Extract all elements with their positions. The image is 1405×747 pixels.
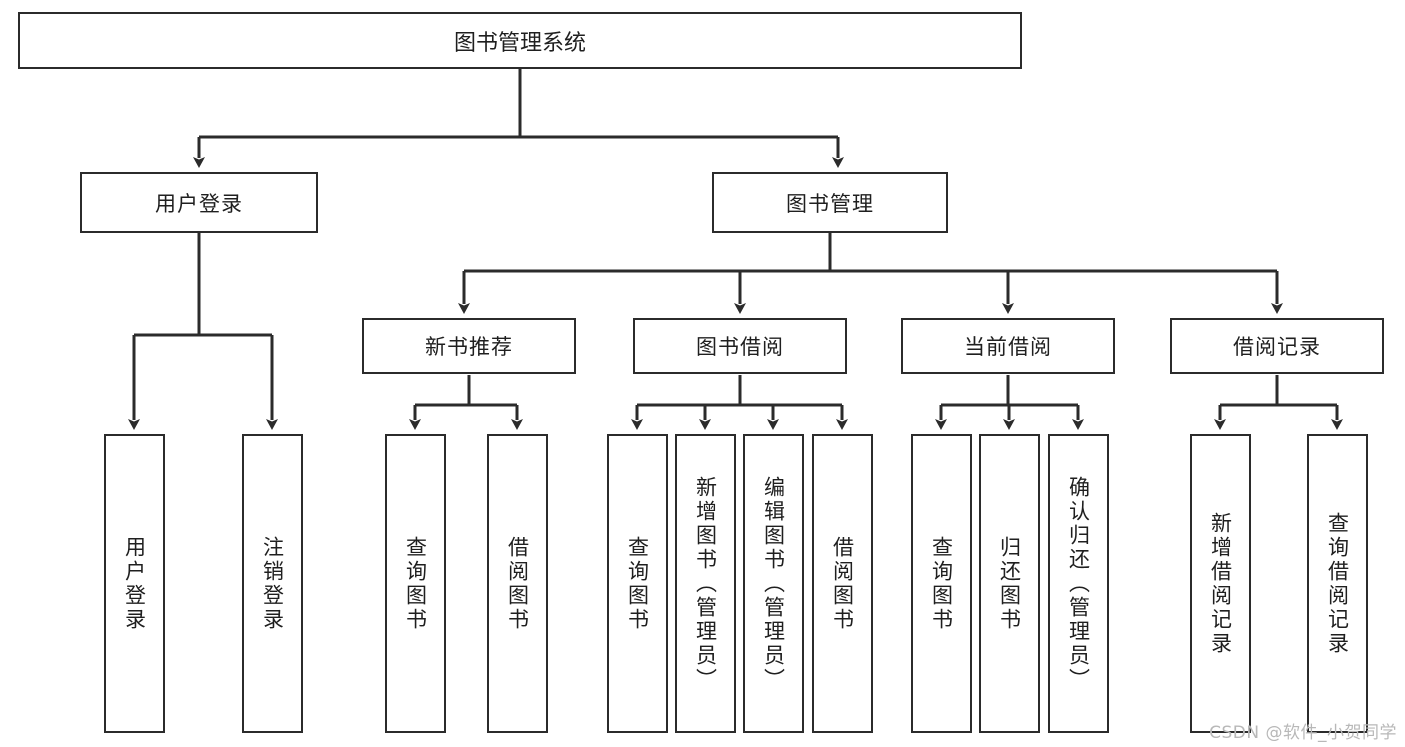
node-label: 查询图书 [403, 535, 428, 632]
node-label: 新书推荐 [425, 335, 513, 359]
leaf-add-borrow-record[interactable]: 新增借阅记录 [1190, 434, 1251, 733]
node-book-management[interactable]: 图书管理 [712, 172, 948, 233]
node-label: 用户登录 [155, 191, 243, 216]
node-label: 确认归还（管理员） [1066, 475, 1091, 692]
leaf-edit-book-admin[interactable]: 编辑图书（管理员） [743, 434, 804, 733]
leaf-query-book-recommend[interactable]: 查询图书 [385, 434, 446, 733]
node-label: 查询借阅记录 [1325, 511, 1350, 656]
node-label: 新增借阅记录 [1208, 511, 1233, 656]
leaf-query-book-current[interactable]: 查询图书 [911, 434, 972, 733]
leaf-query-book-borrow[interactable]: 查询图书 [607, 434, 668, 733]
node-new-book-recommend[interactable]: 新书推荐 [362, 318, 576, 374]
leaf-add-book-admin[interactable]: 新增图书（管理员） [675, 434, 736, 733]
node-current-borrow[interactable]: 当前借阅 [901, 318, 1115, 374]
node-label: 注销登录 [260, 535, 285, 632]
node-borrow-record[interactable]: 借阅记录 [1170, 318, 1384, 374]
leaf-borrow-book-recommend[interactable]: 借阅图书 [487, 434, 548, 733]
node-label: 图书管理系统 [453, 30, 586, 56]
leaf-logout[interactable]: 注销登录 [242, 434, 303, 733]
watermark-text: CSDN @软件_小贺同学 [1209, 723, 1397, 743]
leaf-user-login[interactable]: 用户登录 [104, 434, 165, 733]
node-label: 图书管理 [786, 191, 874, 216]
node-label: 查询图书 [625, 535, 650, 632]
node-user-login[interactable]: 用户登录 [80, 172, 318, 233]
node-label: 新增图书（管理员） [693, 475, 718, 692]
node-root-system[interactable]: 图书管理系统 [18, 12, 1022, 69]
node-label: 借阅图书 [505, 535, 530, 632]
leaf-return-book[interactable]: 归还图书 [979, 434, 1040, 733]
node-label: 编辑图书（管理员） [761, 475, 786, 692]
node-label: 借阅图书 [830, 535, 855, 632]
node-label: 借阅记录 [1233, 335, 1321, 359]
leaf-query-borrow-record[interactable]: 查询借阅记录 [1307, 434, 1368, 733]
node-label: 查询图书 [929, 535, 954, 632]
node-label: 归还图书 [997, 535, 1022, 632]
node-book-borrow[interactable]: 图书借阅 [633, 318, 847, 374]
node-label: 图书借阅 [696, 335, 784, 359]
leaf-borrow-book[interactable]: 借阅图书 [812, 434, 873, 733]
node-label: 用户登录 [122, 535, 147, 632]
leaf-confirm-return-admin[interactable]: 确认归还（管理员） [1048, 434, 1109, 733]
node-label: 当前借阅 [964, 335, 1052, 359]
